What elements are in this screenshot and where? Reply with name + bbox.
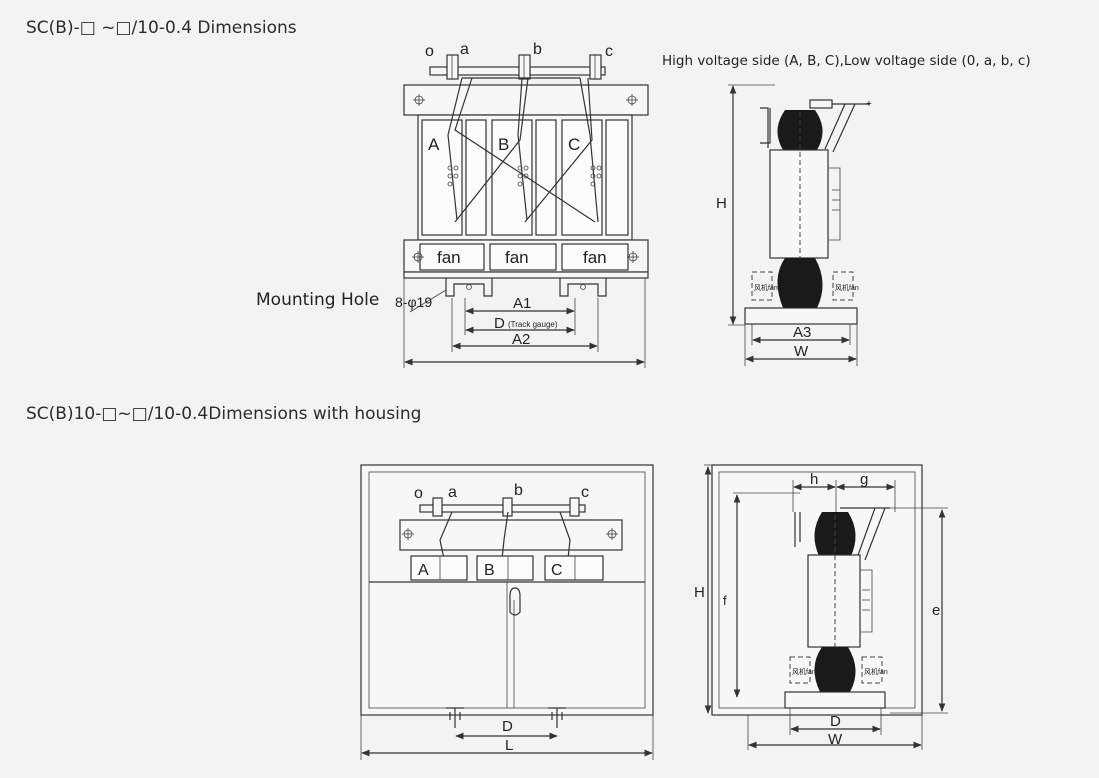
h-terminal-a: a xyxy=(448,484,457,501)
mounting-hole-label: Mounting Hole xyxy=(256,290,380,310)
front-view-1: o a b c A B C xyxy=(395,41,649,368)
side-dim-H: H xyxy=(716,195,727,212)
side-fan-left: 风机fan xyxy=(754,283,778,292)
h-phase-B: B xyxy=(484,562,495,579)
h-side-dim-D: D xyxy=(830,713,841,730)
side-dim-W: W xyxy=(794,343,809,360)
h-phase-A: A xyxy=(418,562,429,579)
side-fan-right: 风机fan xyxy=(835,283,859,292)
fan-label-1: fan xyxy=(437,248,461,267)
h-dim-D: D xyxy=(502,718,513,735)
terminal-o: o xyxy=(425,43,434,60)
h-terminal-c: c xyxy=(581,484,589,501)
section2-title: SC(B)10-□~□/10-0.4Dimensions with housin… xyxy=(26,404,422,424)
h-side-dim-e: e xyxy=(932,602,940,619)
side-dim-A3: A3 xyxy=(793,324,811,341)
dim-A1: A1 xyxy=(513,295,531,312)
voltage-side-caption: High voltage side (A, B, C),Low voltage … xyxy=(662,53,1031,69)
h-side-dim-W: W xyxy=(828,731,843,748)
h-side-dim-f: f xyxy=(723,593,727,608)
h-side-dim-g: g xyxy=(860,471,868,488)
front-view-2: o a b c A B C D L xyxy=(360,464,654,760)
terminal-a: a xyxy=(460,41,469,58)
h-side-fan-right: 风机fan xyxy=(864,667,888,676)
dim-track-gauge: (Track gauge) xyxy=(508,320,558,329)
terminal-c: c xyxy=(605,43,613,60)
h-side-fan-left: 风机fan xyxy=(792,667,816,676)
phase-C: C xyxy=(568,135,580,154)
dim-D: D xyxy=(494,315,505,332)
h-terminal-b: b xyxy=(514,482,523,499)
fan-label-3: fan xyxy=(583,248,607,267)
phase-B: B xyxy=(498,135,509,154)
side-view-1: H + 风机fan 风机fan A3 W xyxy=(716,84,872,366)
h-phase-C: C xyxy=(551,562,563,579)
dim-A2: A2 xyxy=(512,331,530,348)
terminal-b: b xyxy=(533,41,542,58)
h-side-dim-h: h xyxy=(810,471,818,488)
h-dim-L: L xyxy=(505,737,513,754)
side-view-2: H f e h g 风机fan 风机fan xyxy=(694,464,948,750)
fan-label-2: fan xyxy=(505,248,529,267)
section1-title: SC(B)-□ ~□/10-0.4 Dimensions xyxy=(26,18,297,38)
h-side-dim-H: H xyxy=(694,584,705,601)
phase-A: A xyxy=(428,135,440,154)
h-terminal-o: o xyxy=(414,485,423,502)
svg-text:+: + xyxy=(866,99,872,110)
